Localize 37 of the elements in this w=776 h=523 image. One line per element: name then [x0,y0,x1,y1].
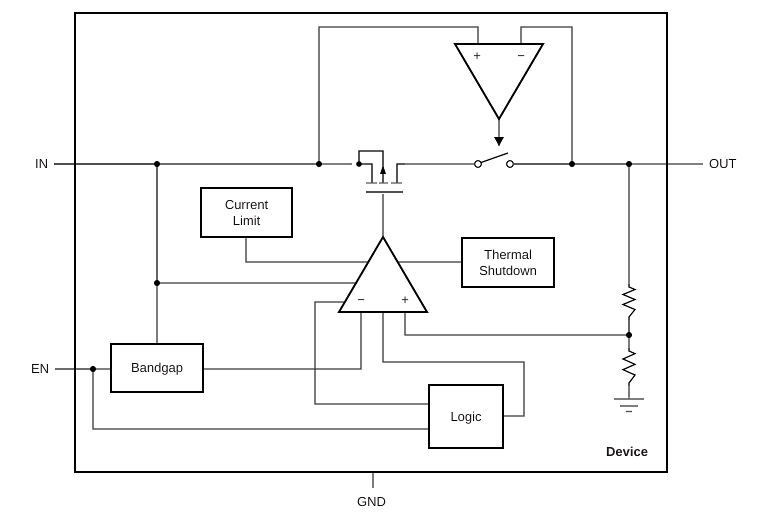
wire [372,473,374,488]
comparator-symbol [454,43,544,120]
function-block [200,187,293,238]
wire [204,313,362,370]
wire [382,313,525,417]
resistor-symbol [621,284,637,320]
wire [245,238,368,263]
block-label: Logic [450,408,482,424]
signal-arrow [494,120,504,146]
wire [382,194,384,236]
resistor-symbol [621,348,637,386]
wire [398,261,461,263]
polarity-sign: + [473,49,481,63]
pin-label: GND [357,494,386,510]
pin-label: EN [31,361,50,377]
wire [628,386,630,397]
polarity-sign: − [517,49,525,63]
function-block [428,384,504,449]
amplifier-symbol [338,236,428,313]
wire [55,368,428,430]
polarity-sign: − [357,293,365,307]
device-label: Device [606,444,648,460]
block-label: Thermal Shutdown [478,246,538,278]
block-label: Current Limit [224,196,270,228]
block-label: Bandgap [130,360,184,376]
function-block [110,343,204,393]
pin-label: OUT [709,156,736,172]
pin-label: IN [35,156,48,172]
wire [404,313,630,336]
function-block [461,237,555,288]
wire [54,163,356,284]
wire [514,163,630,284]
ground-symbol [613,397,645,413]
device-outline [74,12,668,473]
wire [314,301,428,405]
polarity-sign: + [401,293,409,307]
wire [405,163,474,165]
